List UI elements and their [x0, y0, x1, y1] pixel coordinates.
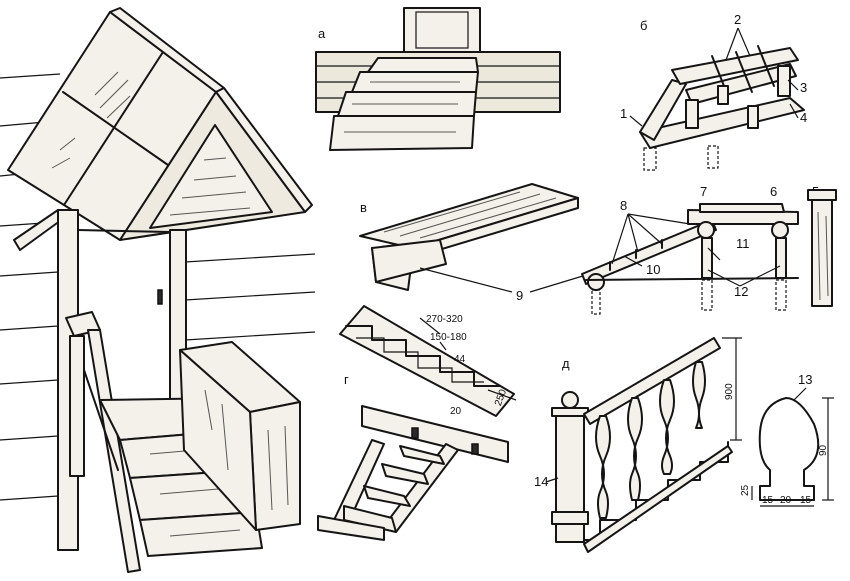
dim-stringer-cut: 44: [454, 354, 466, 365]
dim-tread-range: 270-320: [426, 314, 463, 325]
part-number-7: 7: [700, 184, 707, 199]
dim-baluster-height: 90: [818, 444, 829, 456]
panel-g-stringer-section: г 270-320 150-180 44 20 250: [339, 305, 517, 417]
porch-right-balustrade: [179, 341, 301, 531]
part-number-14: 14: [534, 474, 548, 489]
house-wall-siding: [0, 73, 316, 501]
part-number-13: 13: [798, 372, 812, 387]
handrail-profile-detail: 13 90 25 15 20 15: [740, 372, 834, 507]
porch-side-railing: [65, 311, 141, 573]
part-number-10: 10: [646, 262, 660, 277]
porch-with-canopy-drawing: [0, 7, 316, 573]
dim-base-mid: 20: [780, 495, 792, 506]
panel-v-tread-and-stringer: в 9: [359, 183, 597, 303]
dim-base-height: 25: [740, 484, 751, 496]
panel-v-label: в: [360, 200, 367, 215]
part-number-9: 9: [516, 288, 523, 303]
panel-a-porch-steps: а: [315, 7, 561, 151]
part-number-11: 11: [736, 236, 750, 251]
panel-v-stair-on-posts: 8 7 6 5 10 11 12: [581, 184, 837, 315]
part-number-1: 1: [620, 106, 627, 121]
panel-g-label: г: [344, 372, 349, 387]
balusters: [595, 361, 706, 519]
part-number-12: 12: [734, 284, 748, 299]
panel-d-label: д: [562, 356, 570, 371]
porch-roof: [7, 7, 313, 251]
dim-railing-height: 900: [724, 383, 735, 400]
part-number-8: 8: [620, 198, 627, 213]
part-number-6: 6: [770, 184, 777, 199]
part-number-2: 2: [734, 12, 741, 27]
panel-d-railing: д 14 900: [534, 337, 742, 553]
dim-base-left: 15: [762, 495, 774, 506]
part-number-3: 3: [800, 80, 807, 95]
part-number-4: 4: [800, 110, 807, 125]
dim-base-right: 15: [800, 495, 812, 506]
panel-a-label: а: [318, 26, 326, 41]
panel-g-stringer-stair: [317, 405, 509, 541]
panel-b-label: б: [640, 18, 647, 33]
dim-tread-thickness: 20: [450, 406, 462, 417]
panel-b-frame-on-posts: б 1 2 3 4: [620, 12, 807, 171]
dim-riser-range: 150-180: [430, 332, 467, 343]
